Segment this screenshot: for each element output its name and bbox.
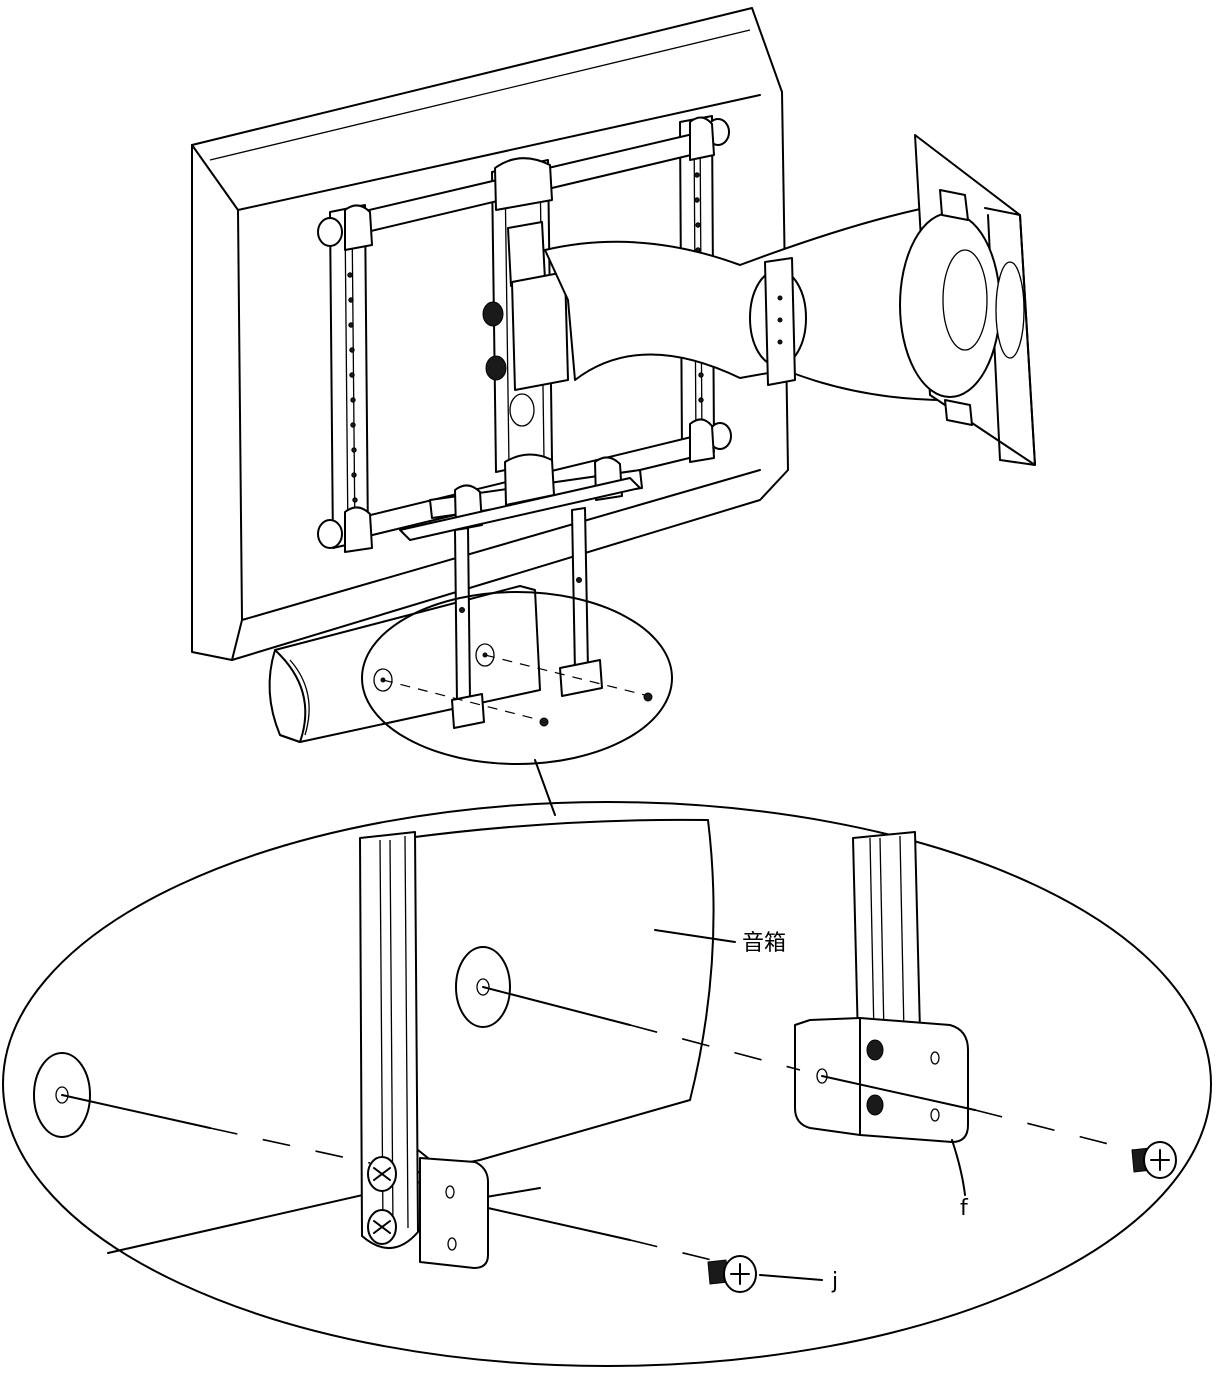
tv-mount-plate	[899, 134, 1036, 466]
pivot-block	[482, 221, 569, 427]
label-speaker: 音箱	[742, 931, 786, 956]
soundbar-brackets-small	[399, 477, 641, 729]
detail-callout	[361, 591, 673, 816]
detail-view	[2, 801, 1212, 1367]
label-bracket-f: f	[960, 1196, 969, 1221]
small-hardware	[373, 643, 653, 727]
swing-arm	[544, 204, 949, 401]
label-screw-j: j	[831, 1269, 838, 1294]
horizontal-bars	[317, 116, 732, 553]
